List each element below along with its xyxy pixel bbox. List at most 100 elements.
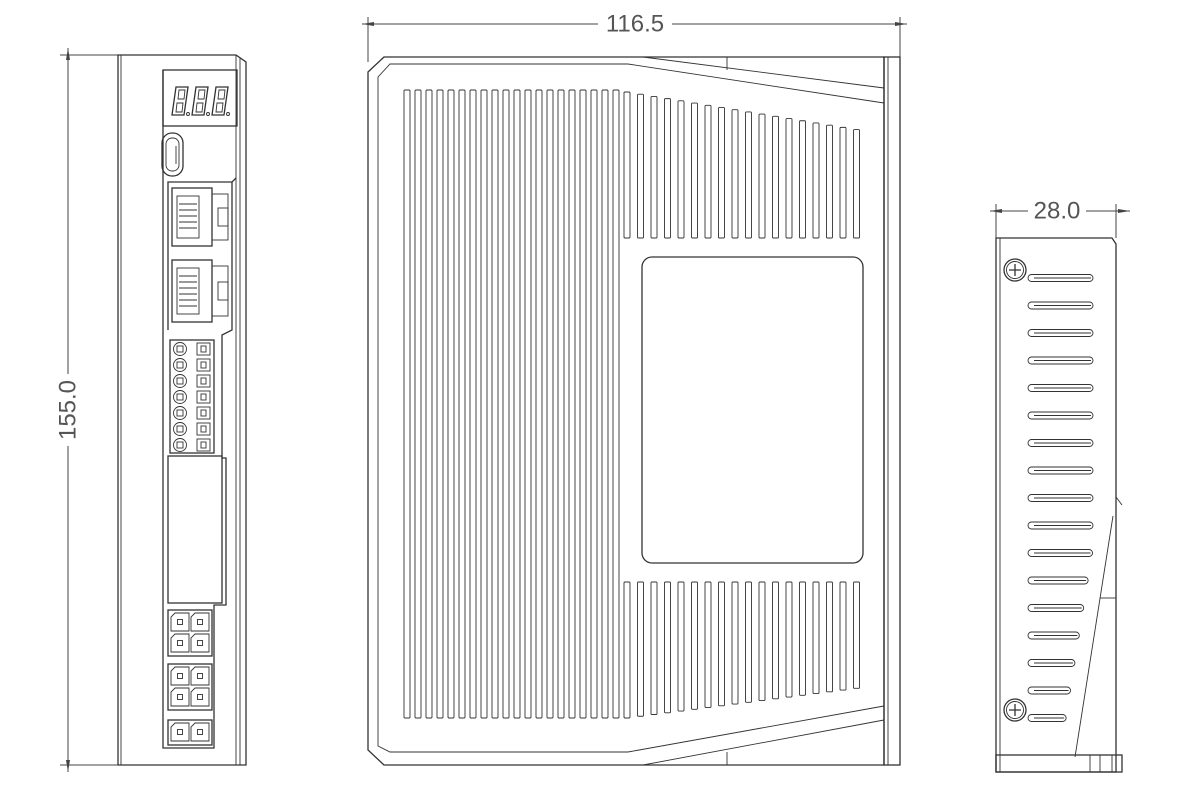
screw-bottom-head xyxy=(1003,698,1027,722)
power-connector-brake-frame xyxy=(167,719,213,746)
side-rail xyxy=(883,56,901,766)
led-display-frame xyxy=(162,69,238,127)
signal-terminal-socket xyxy=(196,438,211,452)
end-vent-slot xyxy=(1027,604,1085,612)
side-vent-slot-full xyxy=(436,89,444,719)
end-vent-slot-outline xyxy=(1027,549,1093,557)
end-vent-slot-outline xyxy=(1027,494,1094,502)
side-vent-slot-lower xyxy=(664,581,671,714)
end-vent-slot xyxy=(1027,714,1067,722)
height-dimension: 155.0 xyxy=(54,48,118,772)
signal-terminal-socket xyxy=(196,422,211,436)
power-connector-motor-frame xyxy=(167,609,213,657)
power-connector-motor-pin xyxy=(177,640,183,646)
side-vent-slot-lower xyxy=(839,581,847,691)
screw-bottom xyxy=(1003,698,1027,722)
side-vent-slot-lower xyxy=(826,581,833,693)
led-digit-upper-hole xyxy=(197,89,206,100)
signal-terminal-row xyxy=(173,422,211,436)
power-connector-motor-pin xyxy=(197,640,203,646)
depth-dimension: 28.0 xyxy=(990,197,1130,238)
rj45-port-lower-pins xyxy=(179,275,197,307)
led-digit-dot xyxy=(186,112,190,116)
screw-bottom-rim xyxy=(1006,701,1024,719)
signal-terminal-socket xyxy=(196,406,211,420)
signal-terminal-row xyxy=(173,342,211,356)
power-connector-main-pin xyxy=(197,694,203,700)
power-connector-main-pin xyxy=(177,673,183,679)
end-vent-slot xyxy=(1027,301,1094,310)
side-vent-slot-lower xyxy=(785,581,793,698)
side-vent-slot-upper xyxy=(758,113,766,239)
led-digit-dot xyxy=(226,112,230,116)
side-vent-slot-full xyxy=(513,89,521,719)
side-vent-slot-lower xyxy=(745,581,752,703)
end-vent-slot xyxy=(1027,384,1094,392)
led-digit-dot xyxy=(206,112,210,116)
depth-dimension-label: 28.0 xyxy=(1034,198,1081,225)
side-vent-slot-lower xyxy=(637,581,644,717)
power-connector-main-pin xyxy=(177,694,183,700)
led-digit-upper-hole xyxy=(217,89,226,100)
side-vent-slot-full xyxy=(612,89,620,719)
side-vent-slots xyxy=(403,89,860,719)
signal-terminal-screw xyxy=(173,422,187,436)
rj45-port-upper-body xyxy=(171,187,213,247)
end-housing-outline xyxy=(995,237,1117,773)
front-housing-outline xyxy=(117,54,247,766)
front-view: 155.0 xyxy=(54,48,247,772)
power-connector-motor-pin-cell xyxy=(190,612,210,632)
side-inner-border xyxy=(377,63,628,753)
side-top-bevel-outer xyxy=(642,56,885,89)
signal-terminal-frame xyxy=(169,339,215,454)
end-base-strip xyxy=(995,754,1123,773)
signal-terminal-row xyxy=(173,390,211,404)
height-dimension-label: 155.0 xyxy=(55,380,82,440)
led-digit-lower-hole xyxy=(215,102,224,113)
end-base-strip-outline xyxy=(995,754,1123,773)
side-vent-slot-lower xyxy=(650,581,658,715)
end-vent-slot-outline xyxy=(1027,631,1080,640)
side-vent-slot-upper xyxy=(812,122,820,239)
side-vent-slot-lower xyxy=(718,581,725,707)
end-view: 28.0 xyxy=(990,197,1130,773)
side-housing-outline xyxy=(367,56,885,766)
end-vent-slot-outline xyxy=(1027,439,1094,447)
power-connector-motor xyxy=(167,609,213,657)
signal-terminal-socket-hole xyxy=(200,393,207,401)
screw-bottom-cross-icon xyxy=(1009,704,1021,716)
power-connector-brake-pin xyxy=(177,729,183,735)
rj45-port-upper-tab xyxy=(217,207,229,227)
side-vent-slot-upper xyxy=(677,100,685,239)
power-connector-motor-pin xyxy=(197,619,203,625)
signal-terminal-row xyxy=(173,406,211,420)
side-vent-slot-full xyxy=(425,89,433,719)
side-vent-slot-lower xyxy=(758,581,766,701)
signal-terminal-socket xyxy=(196,390,211,404)
usb-port-outer xyxy=(161,132,184,177)
rj45-port-lower-opening xyxy=(176,267,200,315)
led-digit-1 xyxy=(171,86,190,116)
end-vent-slot-outline xyxy=(1027,356,1094,365)
end-vent-slot xyxy=(1027,494,1094,502)
side-vent-slot-full xyxy=(414,89,422,719)
screw-top-head xyxy=(1003,258,1027,282)
signal-terminal-socket-hole xyxy=(200,425,207,433)
signal-terminal-screw xyxy=(173,342,187,356)
end-vent-slot-outline xyxy=(1027,384,1094,392)
power-connector-main-pin-cell xyxy=(170,687,190,707)
led-digit-lower-hole xyxy=(175,102,184,113)
end-vent-slot-outline xyxy=(1027,466,1094,475)
end-vent-slot-outline xyxy=(1027,301,1094,310)
end-vent-slot-outline xyxy=(1027,521,1094,530)
rj45-port-lower-body xyxy=(171,259,213,323)
end-vent-slot-outline xyxy=(1027,411,1094,420)
side-housing xyxy=(367,56,901,766)
power-connector-brake xyxy=(167,719,213,746)
signal-terminal-socket-hole xyxy=(200,377,207,385)
power-connector-brake-pin-cell xyxy=(170,722,190,742)
power-connector-motor-pin xyxy=(177,619,183,625)
signal-terminal-socket xyxy=(196,342,211,356)
end-vent-slot xyxy=(1027,549,1093,557)
led-digit-2 xyxy=(191,86,210,116)
